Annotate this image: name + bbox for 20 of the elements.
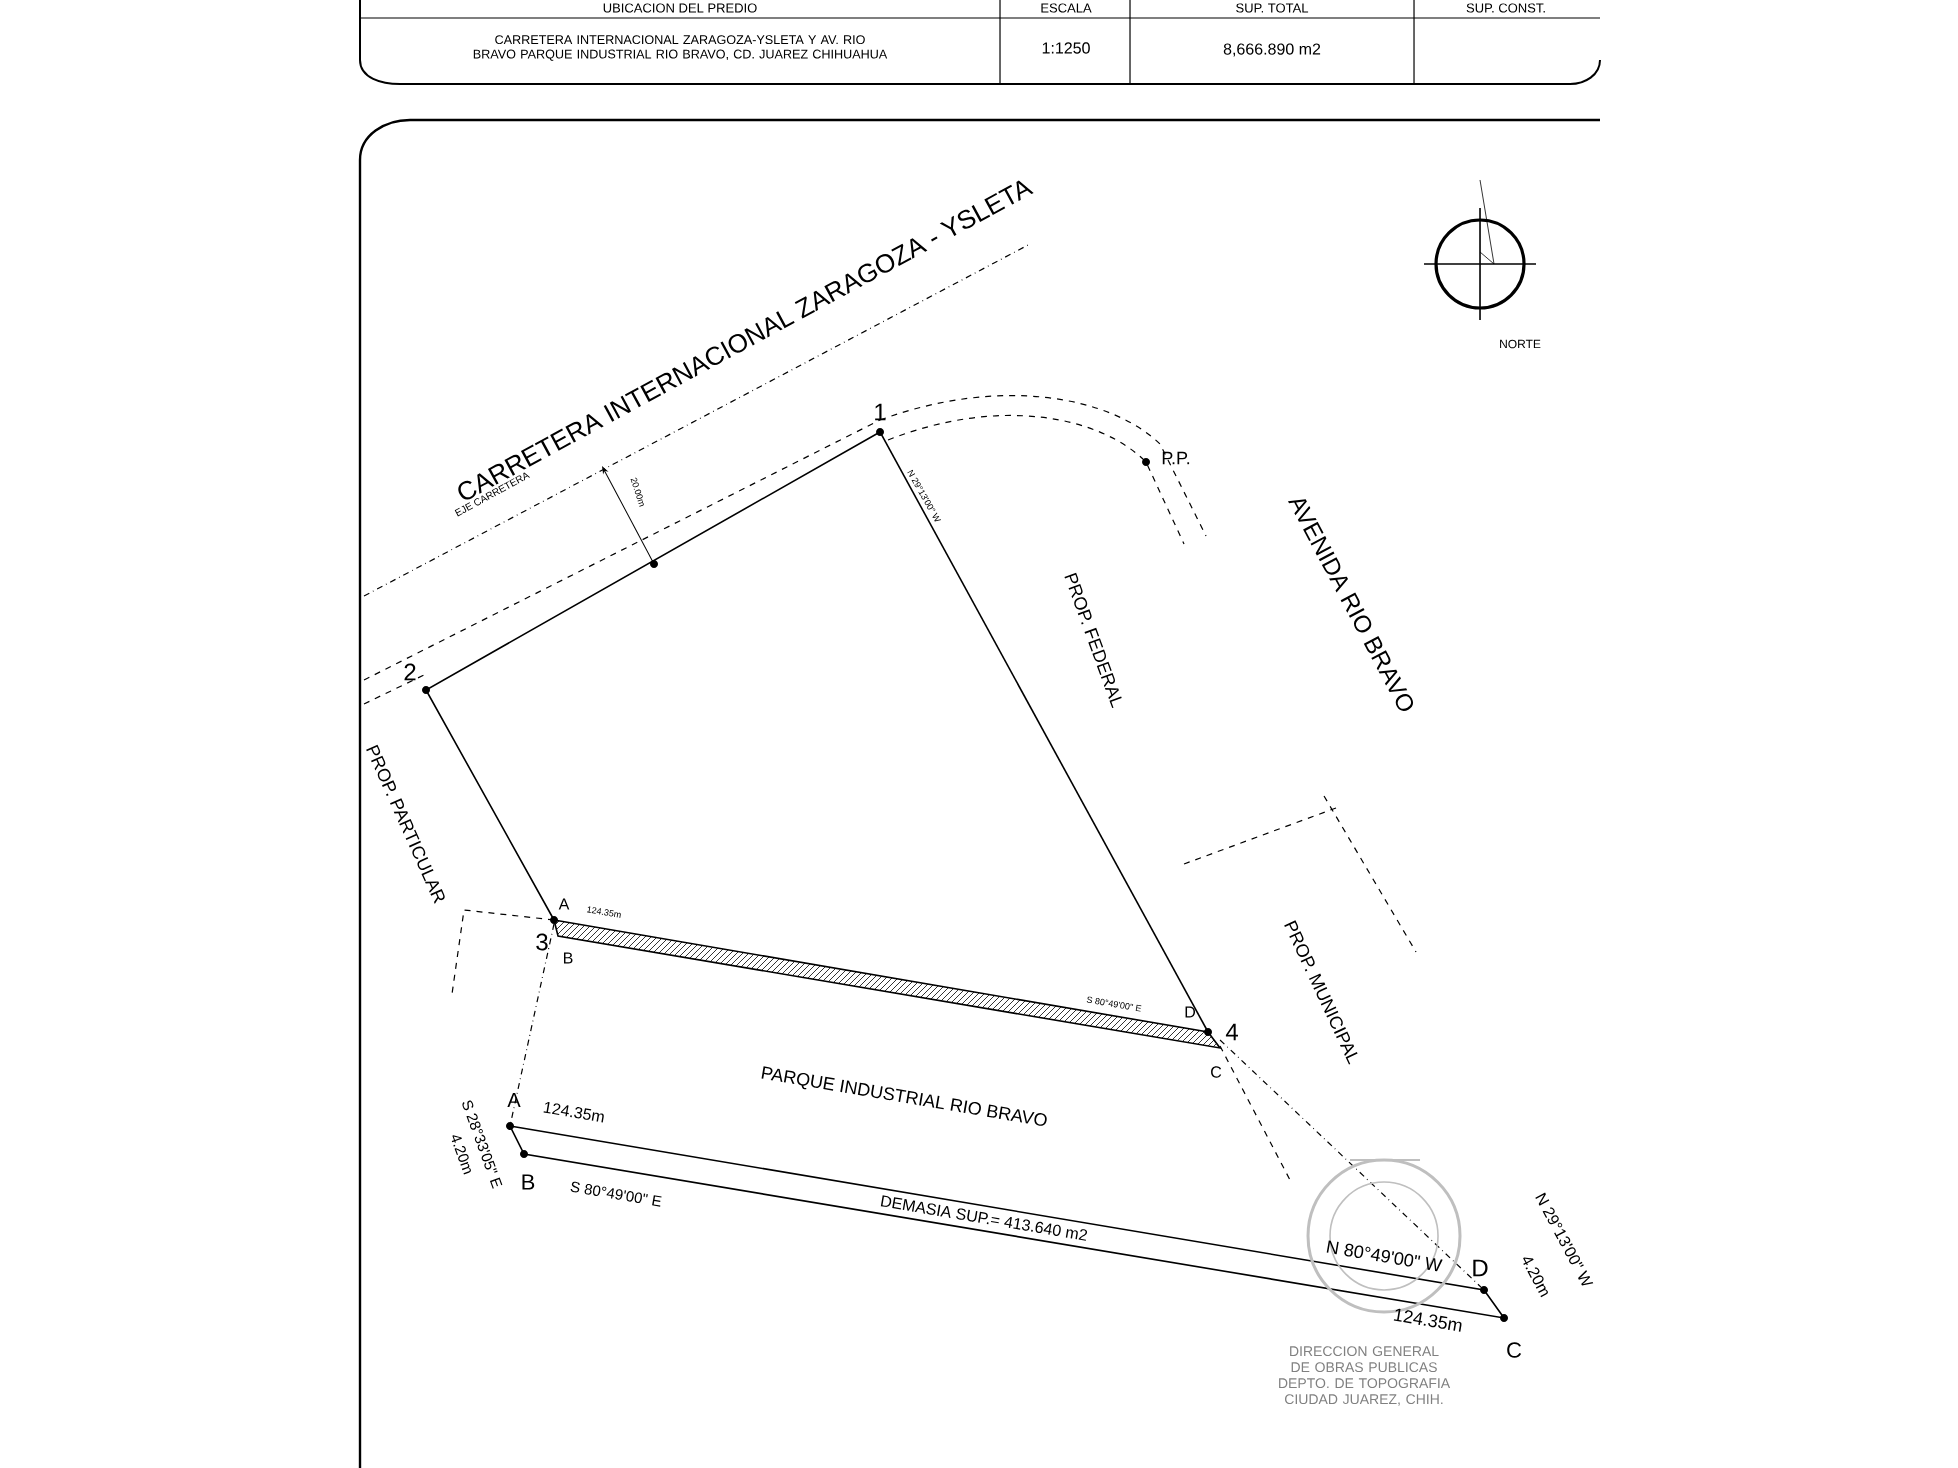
vertex-number: 4 [1225,1023,1238,1041]
point-label: P.P. [1162,451,1190,465]
table-cell: 1:1250 [1042,42,1090,54]
vertex-number: 3 [536,933,548,951]
point-label: C [1507,1342,1522,1358]
bearing-label: N 80°49'00" W [1326,1240,1443,1272]
point-label: B [522,1174,535,1190]
point-label: C [1211,1066,1222,1078]
area-label: DEMASIA SUP.= 413.640 m2 [880,1195,1088,1241]
point-label: A [558,898,570,910]
dimension-label: 124.35m [1393,1308,1462,1332]
vertex-number: 2 [404,663,416,681]
point-label: D [1185,1006,1196,1018]
point-label: A [507,1093,521,1107]
vertex-number: 1 [875,403,886,421]
table-cell: 8,666.890 m2 [1223,43,1321,57]
point-label: D [1473,1259,1488,1277]
point-label: B [564,952,573,964]
property-label: PARQUE INDUSTRIAL RIO BRAVO [761,1066,1047,1126]
dimension-label: 124.35m [543,1102,604,1123]
